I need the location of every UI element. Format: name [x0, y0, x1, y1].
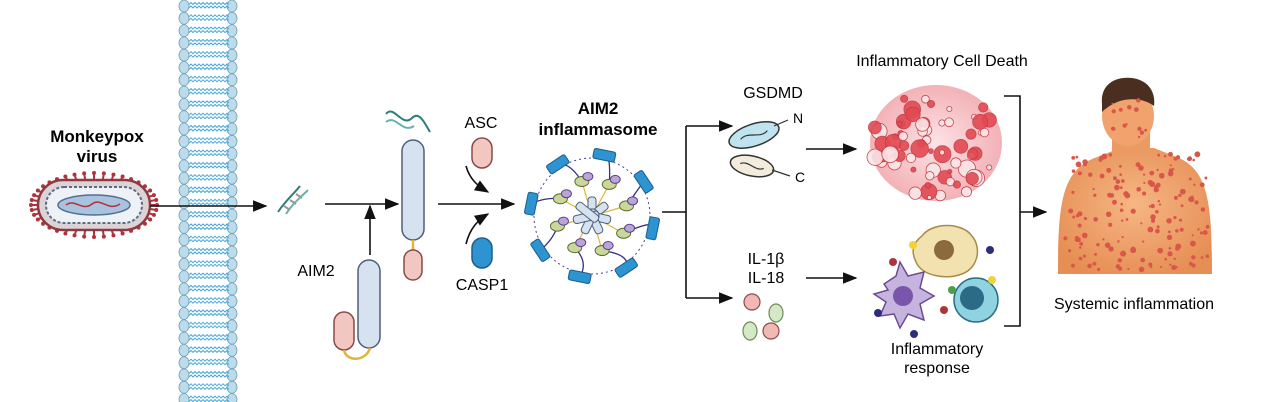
aim2-inactive-icon: [333, 259, 381, 360]
aim2-label: AIM2: [297, 263, 334, 280]
response-label-line1: Inflammatory: [891, 341, 983, 358]
response-label-line2: response: [904, 360, 970, 377]
asc-icon: [471, 137, 493, 169]
inflammasome-label-line1: AIM2: [578, 99, 619, 118]
n-terminus-label: N: [793, 110, 803, 126]
membrane-outer-leaflet: [178, 0, 190, 402]
asc-recruit-arrow: [465, 165, 490, 193]
membrane-lipid-tails: [188, 1, 230, 402]
gsdmd-icon: [728, 119, 791, 178]
casp1-icon: [471, 237, 493, 269]
systemic-inflammation-label: Systemic inflammation: [1054, 296, 1214, 313]
casp1-label: CASP1: [456, 277, 509, 294]
casp1-recruit-arrow: [465, 213, 490, 245]
il18-label: IL-18: [748, 270, 785, 287]
inflammasome-label-line2: inflammasome: [538, 120, 657, 139]
aim2-inflammasome-icon: [524, 148, 660, 284]
merge-bracket: [1004, 95, 1021, 327]
dying-cell-icon: [866, 85, 1002, 202]
virus-label-line1: Monkeypox: [50, 127, 144, 146]
patient-figure-icon: [1058, 77, 1212, 274]
il1b-label: IL-1β: [748, 251, 785, 268]
pathway-arrows: [150, 95, 1048, 327]
cytokine-beads: [742, 293, 784, 341]
cell-death-label: Inflammatory Cell Death: [856, 53, 1028, 70]
virus-label-line2: virus: [77, 147, 118, 166]
cell-membrane: [178, 0, 238, 402]
c-terminus-label: C: [795, 169, 805, 185]
immune-cells-icon: [872, 224, 999, 338]
monkeypox-virus: [29, 171, 159, 239]
asc-label: ASC: [465, 115, 498, 132]
viral-dna-icon: [277, 185, 309, 215]
membrane-inner-leaflet: [226, 0, 238, 402]
aim2-active-icon: [385, 110, 431, 281]
gsdmd-label: GSDMD: [743, 85, 803, 102]
